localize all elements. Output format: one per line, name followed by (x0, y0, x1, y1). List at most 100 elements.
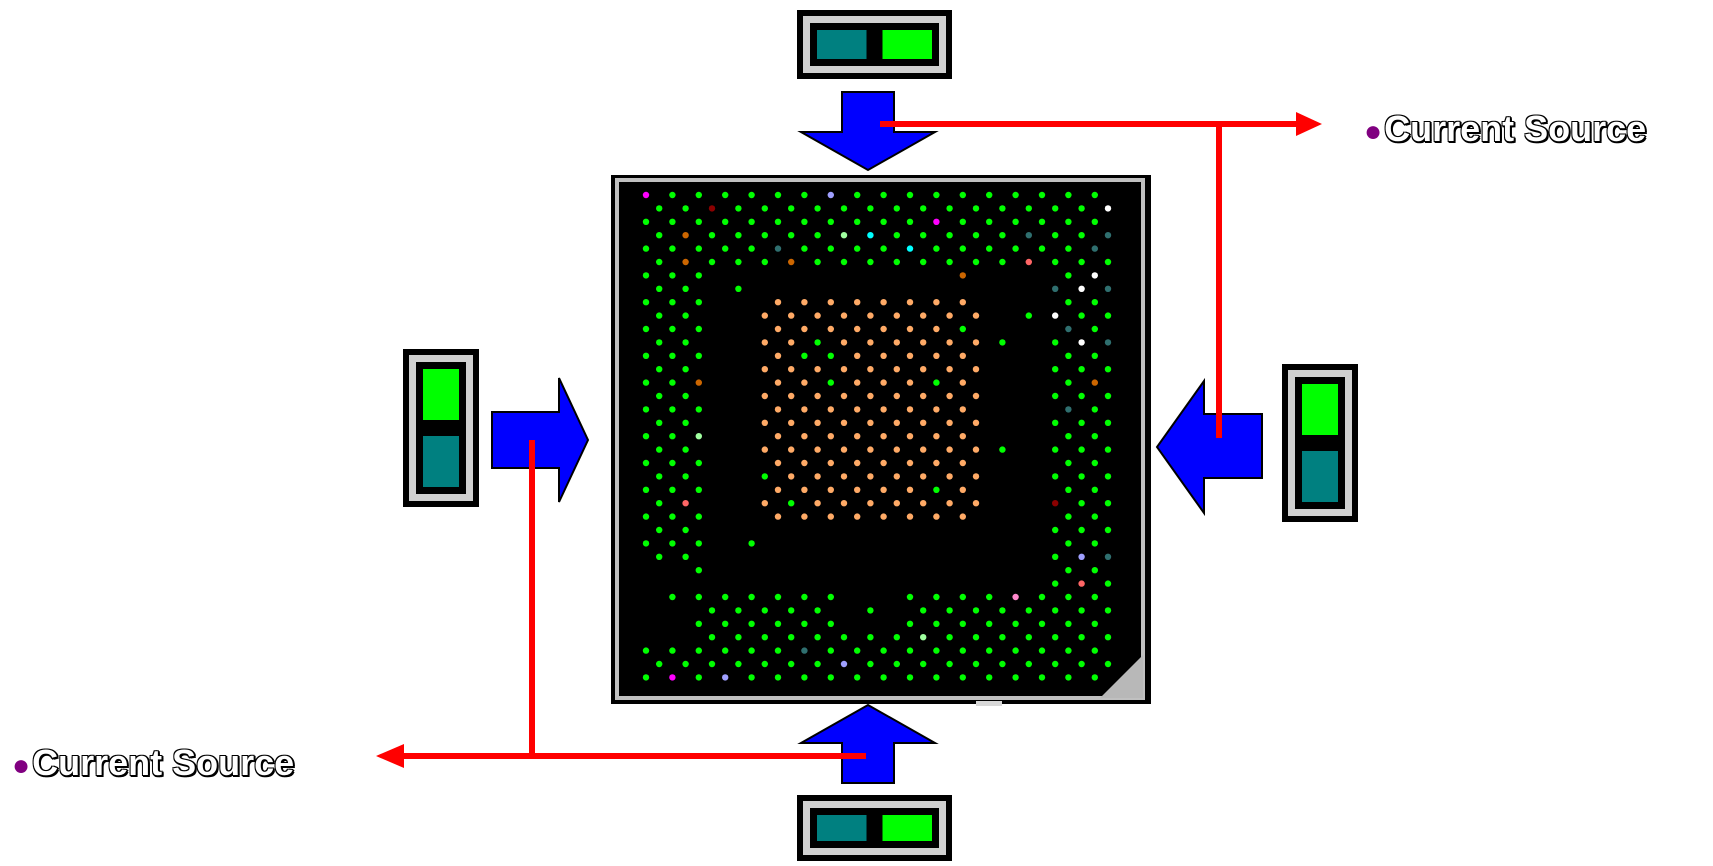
blue-block-arrow-icon (1155, 377, 1263, 517)
solder-ball (695, 299, 702, 306)
solder-ball (1065, 325, 1072, 333)
solder-ball (946, 660, 953, 668)
solder-ball (946, 500, 953, 507)
solder-ball (748, 218, 755, 225)
solder-ball (1091, 593, 1099, 601)
solder-ball (774, 593, 782, 601)
chip-corner-notch (1100, 655, 1143, 698)
solder-ball (761, 339, 768, 346)
solder-ball (1104, 419, 1112, 426)
solder-ball (854, 191, 861, 199)
solder-ball (880, 406, 887, 413)
round-bullet-icon: ● (12, 749, 31, 782)
solder-ball (854, 218, 861, 225)
solder-ball (735, 205, 742, 212)
solder-ball (1091, 567, 1099, 574)
solder-ball (854, 379, 861, 386)
solder-ball (1078, 526, 1085, 534)
solder-ball (788, 634, 795, 641)
solder-ball (695, 459, 702, 467)
solder-ball (933, 352, 940, 359)
solder-ball (854, 325, 861, 333)
solder-ball (920, 312, 927, 319)
solder-ball (748, 674, 755, 681)
solder-ball (814, 366, 821, 373)
solder-ball (801, 299, 808, 306)
solder-ball (642, 379, 650, 386)
solder-ball (656, 419, 663, 426)
current-source-label-right: ●Current Source (1364, 108, 1647, 149)
solder-ball (946, 392, 953, 400)
solder-ball (1104, 339, 1112, 346)
solder-ball (959, 593, 966, 601)
chip-board (611, 175, 1151, 706)
solder-ball (814, 607, 821, 614)
solder-ball (906, 191, 914, 199)
solder-ball (1078, 339, 1085, 346)
solder-ball (1052, 205, 1059, 212)
wire-top-right-arrowhead (1296, 112, 1322, 136)
solder-ball (761, 366, 768, 373)
solder-ball (748, 647, 755, 654)
solder-ball (669, 433, 676, 440)
solder-ball (695, 352, 702, 359)
solder-ball (880, 486, 887, 493)
solder-ball (735, 258, 742, 266)
solder-ball (1065, 647, 1072, 654)
solder-ball (972, 312, 980, 319)
solder-ball (761, 446, 768, 453)
solder-ball (735, 232, 742, 239)
solder-ball (695, 433, 702, 440)
solder-ball (1091, 433, 1099, 440)
solder-ball (906, 299, 914, 306)
solder-ball (682, 258, 689, 266)
solder-ball (788, 339, 795, 346)
solder-ball (814, 339, 821, 346)
solder-ball (774, 620, 782, 627)
solder-ball (774, 406, 782, 413)
solder-ball (946, 607, 953, 614)
solder-ball (854, 459, 861, 467)
solder-ball (854, 486, 861, 493)
solder-ball (642, 299, 650, 306)
solder-ball (854, 513, 861, 520)
solder-ball (854, 433, 861, 440)
solder-ball (1104, 312, 1112, 319)
solder-ball (906, 459, 914, 467)
solder-ball (840, 339, 848, 346)
solder-ball (906, 325, 914, 333)
indicator-right-icon (1282, 364, 1358, 522)
solder-ball (669, 272, 676, 279)
solder-ball (774, 218, 782, 225)
solder-ball (1038, 191, 1046, 199)
solder-ball (1052, 660, 1059, 668)
solder-ball (1052, 258, 1059, 266)
solder-ball (1065, 513, 1072, 520)
solder-ball (972, 634, 980, 641)
solder-ball (774, 459, 782, 467)
solder-ball (920, 419, 927, 426)
solder-ball (1052, 312, 1059, 319)
solder-ball (840, 634, 848, 641)
solder-ball (1078, 634, 1085, 641)
indicator-lamp (1302, 384, 1338, 435)
solder-ball (906, 379, 914, 386)
solder-ball (656, 285, 663, 292)
wire-bottom-left-arrowhead (376, 744, 404, 768)
solder-ball (827, 486, 834, 493)
solder-ball (1065, 245, 1072, 252)
solder-ball (999, 205, 1006, 212)
solder-ball (669, 299, 676, 306)
solder-ball (999, 634, 1006, 641)
solder-ball (827, 406, 834, 413)
blue-block-arrow-icon (491, 377, 590, 503)
solder-ball (656, 473, 663, 480)
solder-ball (880, 433, 887, 440)
solder-ball (959, 272, 966, 279)
solder-ball (1025, 607, 1033, 614)
solder-ball (1038, 593, 1046, 601)
solder-ball (1052, 580, 1059, 587)
solder-ball (801, 218, 808, 225)
solder-ball (893, 634, 900, 641)
